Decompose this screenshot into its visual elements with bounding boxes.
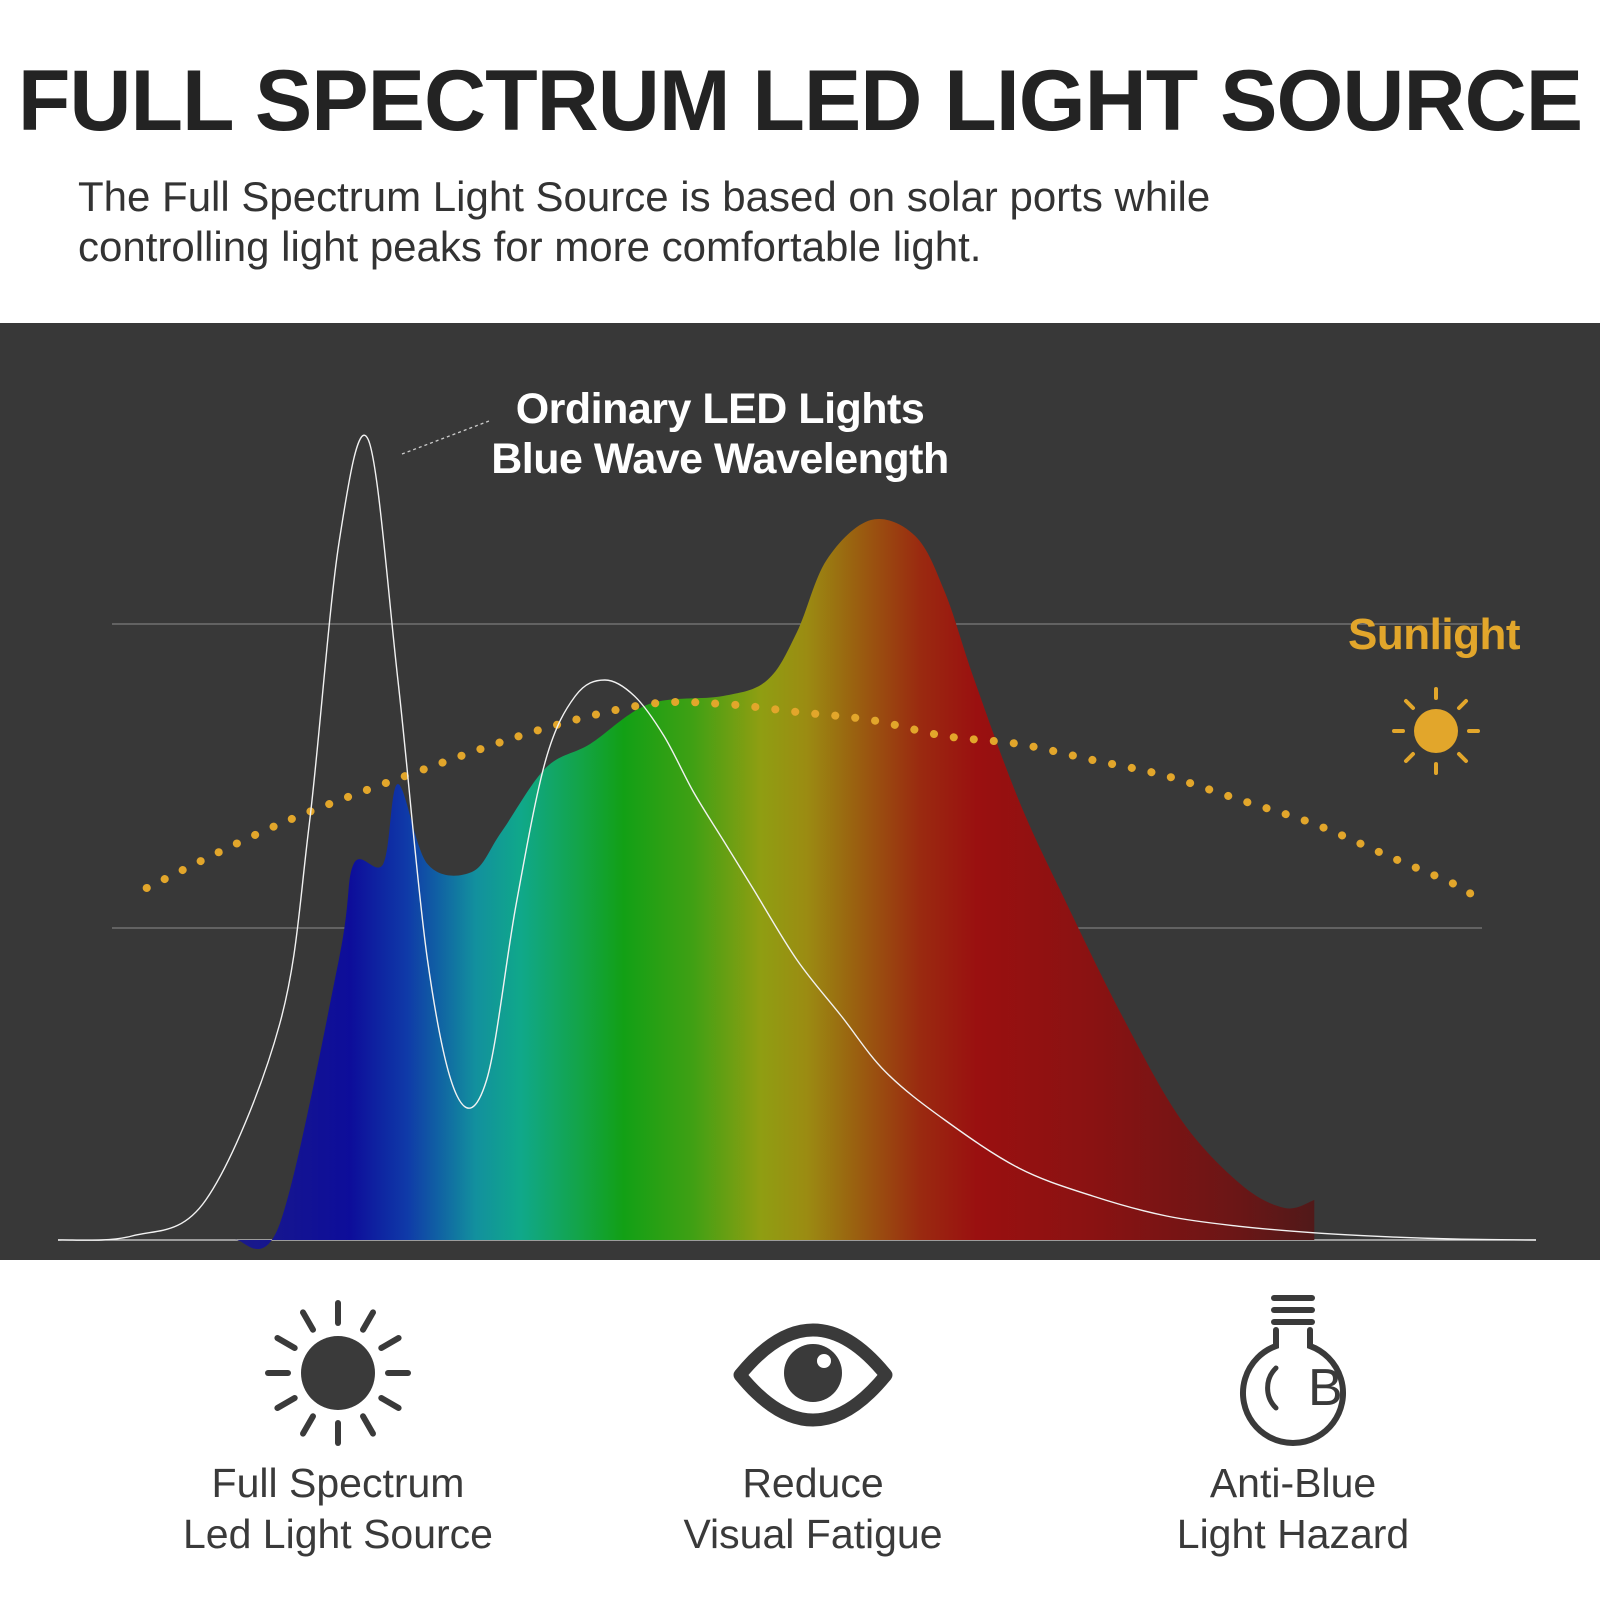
feature-label-line: Full Spectrum xyxy=(211,1460,465,1506)
ordinary-led-series xyxy=(57,434,1537,1241)
sun-ray xyxy=(274,1335,298,1351)
sun-icon xyxy=(265,1300,411,1446)
annotation-line: Blue Wave Wavelength xyxy=(491,435,949,483)
full-spectrum-series xyxy=(235,518,1315,1250)
feature-label-line: Led Light Source xyxy=(182,1511,493,1557)
feature-anti-blue: B Anti-Blue Light Hazard xyxy=(1083,1290,1503,1580)
ordinary-led-line xyxy=(57,434,1537,1241)
feature-label-line: Reduce xyxy=(742,1460,884,1506)
page-title: FULL SPECTRUM LED LIGHT SOURCE xyxy=(17,53,1583,149)
ordinary-led-annotation: Ordinary LED Lights Blue Wave Wavelength xyxy=(380,384,1060,484)
feature-label: Reduce Visual Fatigue xyxy=(603,1458,1023,1560)
sun-ray xyxy=(274,1395,298,1411)
sun-icon xyxy=(1392,687,1480,775)
feature-reduce-fatigue: Reduce Visual Fatigue xyxy=(603,1290,1023,1580)
bulb-b-glyph: B xyxy=(1308,1359,1343,1417)
annotation-line: Ordinary LED Lights xyxy=(515,385,925,433)
sun-ray xyxy=(300,1413,316,1437)
sunlight-dotted-line xyxy=(142,697,1481,908)
feature-full-spectrum: Full Spectrum Led Light Source xyxy=(128,1290,548,1580)
feature-row: Full Spectrum Led Light Source Reduce Vi… xyxy=(0,1290,1600,1580)
spectrum-chart-panel xyxy=(0,323,1600,1260)
spectrum-chart xyxy=(57,420,1537,1250)
sun-ray xyxy=(300,1309,316,1333)
eye-icon xyxy=(733,1323,893,1427)
feature-label-line: Light Hazard xyxy=(1176,1511,1410,1557)
sun-ray xyxy=(360,1413,376,1437)
sun-ray xyxy=(360,1309,376,1333)
subtitle-line: The Full Spectrum Light Source is based … xyxy=(78,173,1211,220)
sun-ray xyxy=(378,1335,402,1351)
page-subtitle: The Full Spectrum Light Source is based … xyxy=(78,172,1378,272)
feature-label: Full Spectrum Led Light Source xyxy=(128,1458,548,1560)
sunlight-series xyxy=(142,697,1481,908)
bulb-b-icon: B xyxy=(1240,1295,1346,1447)
feature-label-line: Anti-Blue xyxy=(1209,1460,1377,1506)
subtitle-line: controlling light peaks for more comfort… xyxy=(78,223,982,270)
full-spectrum-area xyxy=(235,518,1315,1250)
sunlight-label: Sunlight xyxy=(1348,610,1520,659)
feature-label-line: Visual Fatigue xyxy=(683,1511,943,1557)
sun-ray xyxy=(378,1395,402,1411)
feature-label: Anti-Blue Light Hazard xyxy=(1083,1458,1503,1560)
